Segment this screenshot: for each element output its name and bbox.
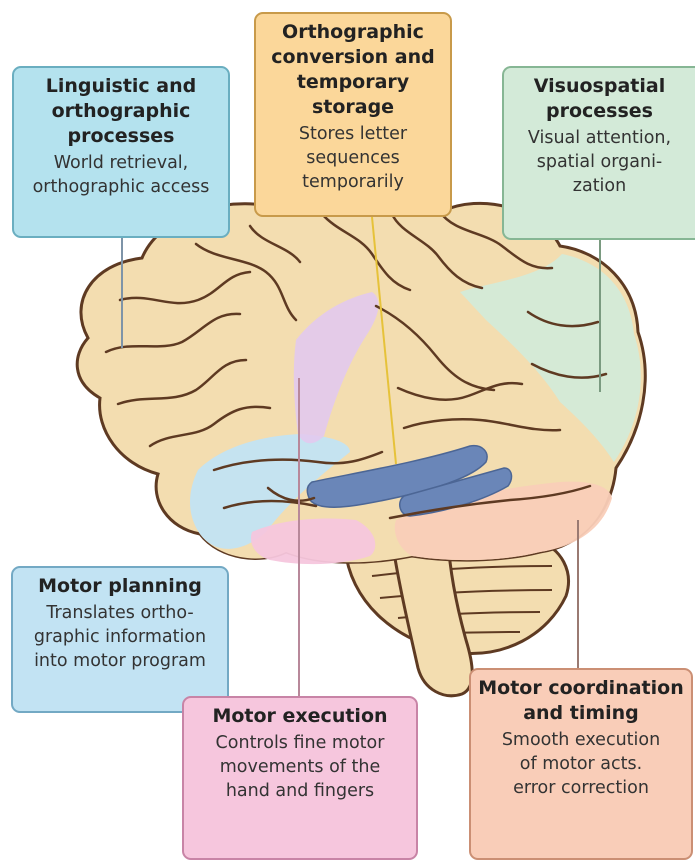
visuospatial-processes-title: Visuospatial processes [508, 74, 691, 124]
visuospatial-processes-box: Visuospatial processes Visual attention,… [502, 66, 695, 240]
linguistic-processes-box: Linguistic and orthographic processes Wo… [12, 66, 230, 238]
motor-execution-title: Motor execution [188, 704, 412, 729]
orthographic-conversion-box: Orthographic conversion and temporary st… [254, 12, 452, 217]
motor-planning-title: Motor planning [17, 574, 223, 599]
visuospatial-processes-description: Visual attention, spatial organi- zation [508, 126, 691, 198]
motor-coordination-description: Smooth execution of motor acts. error co… [475, 728, 687, 800]
motor-execution-box: Motor execution Controls fine motor move… [182, 696, 418, 860]
orthographic-conversion-description: Stores letter sequences temporarily [260, 122, 446, 194]
motor-coordination-title: Motor coordination and timing [475, 676, 687, 726]
orthographic-conversion-title: Orthographic conversion and temporary st… [260, 20, 446, 120]
motor-planning-box: Motor planning Translates ortho- graphic… [11, 566, 229, 713]
motor-coordination-box: Motor coordination and timing Smooth exe… [469, 668, 693, 860]
motor-execution-description: Controls fine motor movements of the han… [188, 731, 412, 803]
motor-planning-description: Translates ortho- graphic information in… [17, 601, 223, 673]
linguistic-processes-title: Linguistic and orthographic processes [18, 74, 224, 149]
linguistic-processes-description: World retrieval, orthographic access [18, 151, 224, 199]
